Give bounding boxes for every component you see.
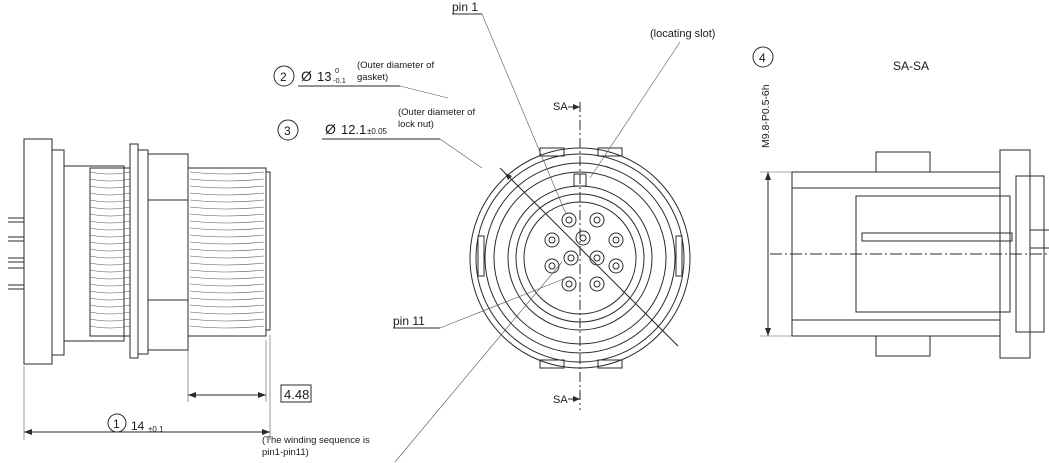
locknut-note-line1: (Outer diameter of <box>398 107 475 118</box>
winding-note-line1: (The winding sequence is <box>262 435 370 446</box>
dim-4-48: 4.48 <box>284 387 309 402</box>
dia-13-tol-upper: 0 <box>335 66 339 75</box>
balloon-3 <box>277 119 299 141</box>
locknut-note-line2: lock nut) <box>398 119 434 130</box>
dia-symbol-3: Ø <box>325 121 336 137</box>
locating-slot-label: (locating slot) <box>650 28 715 40</box>
gasket-note-line1: (Outer diameter of <box>357 60 434 71</box>
balloon-4 <box>752 46 774 68</box>
section-mark-top: SA <box>553 101 568 113</box>
section-title: SA-SA <box>893 59 929 73</box>
dia-symbol-2: Ø <box>301 68 312 84</box>
section-view: 4 M9.8-P0.5-6h SA-SA <box>752 46 1049 359</box>
balloon-1-number: 1 <box>113 417 120 431</box>
dia-12-1-value: 12.1 <box>341 122 366 137</box>
balloon-1 <box>107 413 127 433</box>
dia-13-tol-lower: -0.1 <box>333 76 346 85</box>
side-view: 4.48 1 14 ±0.1 (The winding sequence is … <box>8 138 370 458</box>
balloon-2-number: 2 <box>280 70 287 84</box>
gasket-note-line2: gasket) <box>357 72 388 83</box>
balloon-3-number: 3 <box>284 124 291 138</box>
thread-spec: M9.8-P0.5-6h <box>760 84 772 148</box>
dia-12-1-tol: ±0.05 <box>367 127 388 136</box>
winding-note-line2: pin1-pin11) <box>262 447 309 458</box>
dim-14-value: 14 <box>131 419 145 433</box>
dim-14-tolerance: ±0.1 <box>148 425 164 434</box>
section-mark-bottom: SA <box>553 394 568 406</box>
front-view: SA SA pin 1 (locating slot) pin 11 <box>393 0 715 463</box>
dia-13-value: 13 <box>317 69 331 84</box>
balloon-2 <box>273 65 295 87</box>
balloon-4-number: 4 <box>759 51 766 65</box>
diameter-callouts: 2 Ø 13 0 -0.1 (Outer diameter of gasket)… <box>273 60 483 169</box>
pin11-label: pin 11 <box>393 314 425 328</box>
pin1-label: pin 1 <box>452 0 478 14</box>
